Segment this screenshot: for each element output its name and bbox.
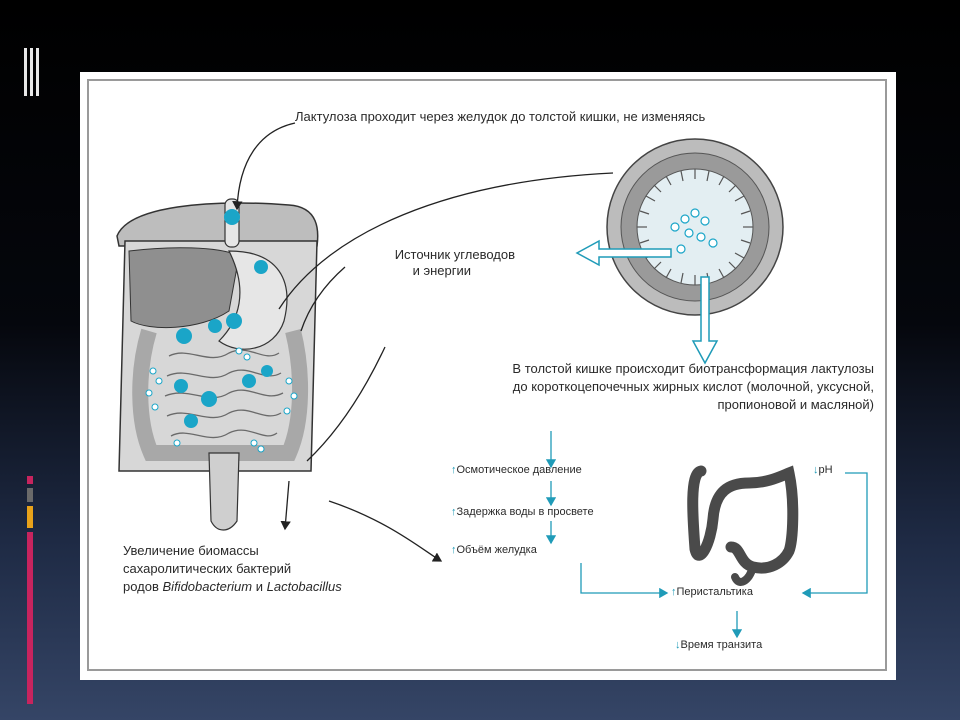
diagram-illustration — [116, 122, 868, 639]
slide-deco-bar-pink-top — [27, 476, 33, 484]
callout-source — [300, 266, 346, 332]
callout-effects — [328, 500, 443, 562]
increase-arrow-icon: ↑ — [451, 544, 457, 556]
bacteria-dots — [145, 347, 298, 453]
slide-deco-bar-white-1 — [24, 48, 27, 96]
callout-big-arc — [278, 172, 614, 310]
label-genus-bifidobacterium: Bifidobacterium — [162, 579, 253, 594]
slide-deco-bar-pink — [27, 532, 33, 704]
effect-osmotic-pressure: ↑Осмотическое давление — [451, 464, 582, 477]
callout-biomass-down — [280, 480, 291, 531]
diagram-frame: Лактулоза проходит через желудок до толс… — [87, 79, 887, 671]
label-biotrans-2: до короткоцепочечных жирных кислот (моло… — [512, 379, 874, 394]
label-biomass-1: Увеличение биомассы — [123, 543, 259, 558]
effect-peristalsis-label: Перистальтика — [676, 586, 753, 598]
lactulose-dots — [174, 209, 273, 428]
effect-stomach-volume: ↑Объём желудка — [451, 544, 537, 557]
label-biomass-3: родов Bifidobacterium и Lactobacillus — [123, 579, 342, 594]
increase-arrow-icon: ↑ — [671, 586, 677, 598]
slide-deco-bar-white-2 — [30, 48, 33, 96]
diaphragm-shape — [116, 202, 319, 247]
rectum-shape — [208, 452, 240, 531]
label-top-lactulose: Лактулоза проходит через желудок до толс… — [295, 109, 706, 124]
liver-shape — [128, 247, 240, 328]
label-genus-lactobacillus: Lactobacillus — [266, 579, 342, 594]
increase-arrow-icon: ↑ — [451, 506, 457, 518]
label-biotrans-1: В толстой кишке происходит биотрансформа… — [512, 361, 874, 376]
callout-top — [232, 122, 296, 211]
digestive-organs-illustration — [116, 198, 319, 531]
effect-volume-label: Объём желудка — [456, 544, 537, 556]
slide-deco-bar-gray — [27, 488, 33, 502]
effect-osmotic-label: Осмотическое давление — [456, 464, 582, 476]
effect-water-retention: ↑Задержка воды в просвете — [451, 506, 594, 519]
label-biotrans-3: пропионовой и масляной) — [717, 397, 874, 412]
label-source-energy-1: Источник углеводов — [394, 247, 515, 262]
label-biomass-and: и — [252, 579, 267, 594]
effect-ph-label: pH — [818, 464, 833, 476]
slide-panel: Лактулоза проходит через желудок до толс… — [80, 72, 896, 680]
hollow-arrow-left — [575, 239, 672, 267]
decrease-arrow-icon: ↓ — [675, 639, 681, 651]
lumen-dots — [670, 208, 718, 254]
effect-transit-label: Время транзита — [680, 639, 763, 651]
callout-lines — [232, 122, 614, 562]
hollow-arrow-down — [691, 276, 719, 365]
increase-arrow-icon: ↑ — [451, 464, 457, 476]
decrease-arrow-icon: ↓ — [813, 464, 819, 476]
effects-flow-lines — [545, 431, 868, 639]
label-biomass-prefix: родов — [123, 579, 163, 594]
effect-peristalsis: ↑Перистальтика — [671, 586, 753, 599]
label-biomass-2: сахаролитических бактерий — [123, 561, 292, 576]
label-source-energy-2: и энергии — [412, 263, 471, 278]
effect-ph: ↓pH — [813, 464, 833, 477]
effect-water-label: Задержка воды в просвете — [456, 506, 594, 518]
colon-cross-section — [606, 138, 784, 316]
callout-biotrans — [306, 346, 386, 462]
slide-deco-bar-white-3 — [36, 48, 39, 96]
slide-deco-bar-orange — [27, 506, 33, 528]
effect-transit-time: ↓Время транзита — [675, 639, 762, 652]
colon-illustration — [687, 465, 799, 586]
